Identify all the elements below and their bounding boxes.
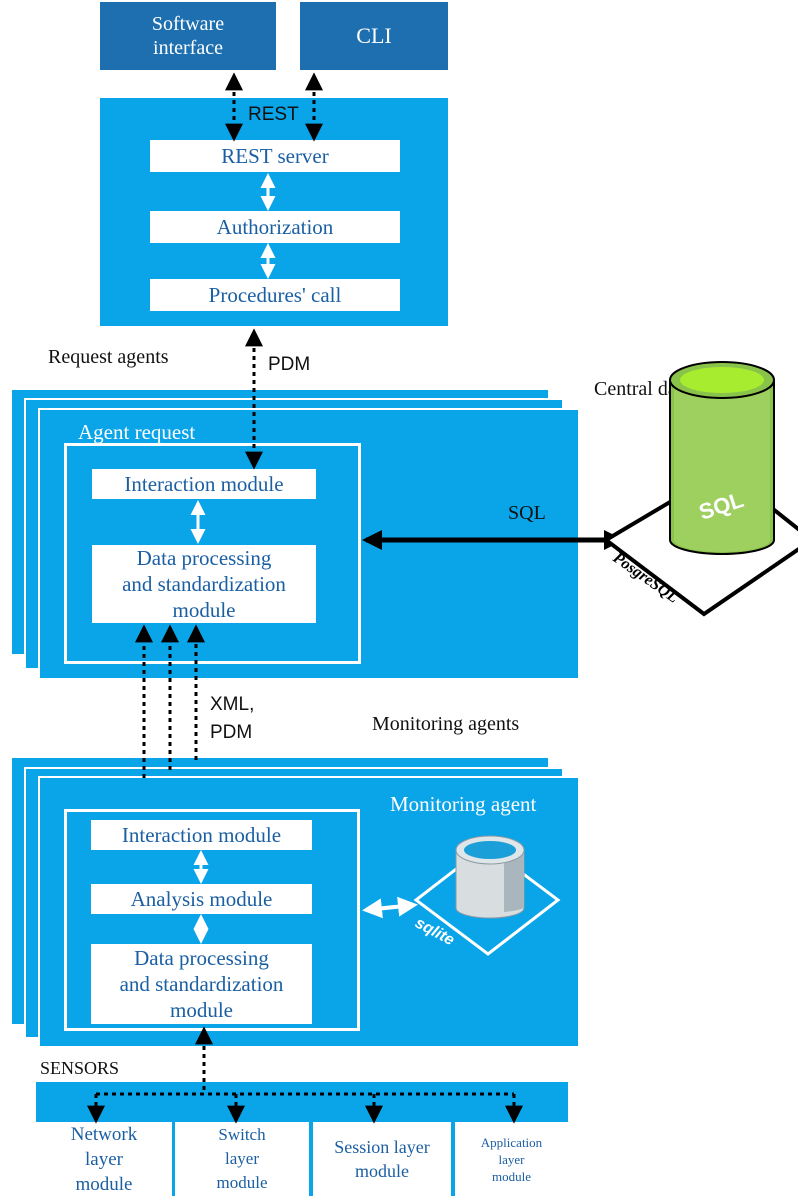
rest-label: REST (248, 104, 299, 125)
postgresql-database-icon: SQL PosgreSQL (602, 361, 798, 617)
switch-line-1: Switch (218, 1125, 266, 1144)
network-line-3: module (75, 1173, 133, 1195)
request-interaction-box: Interaction module (92, 469, 316, 499)
pdm-label: PDM (268, 354, 311, 375)
network-layer-module: Network layer module (36, 1122, 172, 1196)
monitoring-data-processing-box: Data processing and standardization modu… (91, 944, 312, 1024)
application-line-1: Application (480, 1134, 543, 1150)
analysis-box: Analysis module (91, 884, 312, 914)
session-layer-module: Session layer module (313, 1122, 451, 1196)
switch-line-3: module (216, 1173, 268, 1192)
application-layer-module: Application layer module (455, 1122, 568, 1196)
switch-line-2: layer (225, 1149, 259, 1168)
application-line-3: module (492, 1168, 531, 1184)
agent-request-frame (64, 443, 361, 664)
analysis-label: Analysis module (130, 887, 273, 911)
monitoring-interaction-box: Interaction module (91, 820, 312, 850)
monitoring-dp-line-1: Data processing (134, 946, 269, 970)
software-interface-label: Software interface (151, 13, 225, 59)
request-dp-line-3: module (172, 598, 236, 622)
procedures-call-box: Procedures' call (150, 279, 400, 311)
sqlite-logo-text: sqlite (412, 915, 457, 950)
rest-server-label: REST server (221, 144, 329, 168)
software-interface-box: Software interface (100, 2, 276, 70)
authorization-box: Authorization (150, 211, 400, 243)
session-line-2: module (355, 1161, 409, 1181)
sensors-label: SENSORS (40, 1058, 120, 1078)
monitoring-dp-line-2: and standardization (119, 972, 284, 996)
request-agents-label: Request agents (48, 346, 169, 368)
procedures-call-label: Procedures' call (208, 283, 342, 307)
monitoring-agents-label: Monitoring agents (372, 713, 520, 735)
cli-box: CLI (300, 2, 448, 70)
request-interaction-label: Interaction module (124, 472, 284, 496)
application-line-2: layer (498, 1151, 525, 1167)
cli-label: CLI (356, 23, 392, 48)
sqlite-arrow (362, 896, 418, 919)
switch-layer-module: Switch layer module (175, 1122, 309, 1196)
monitoring-agent-title: Monitoring agent (390, 792, 537, 816)
request-dp-line-2: and standardization (122, 572, 286, 596)
sensors-connector (87, 1026, 523, 1124)
session-line-1: Session layer (334, 1137, 430, 1157)
sql-label: SQL (508, 502, 546, 524)
xml-label: XML, (210, 694, 255, 715)
monitoring-dp-line-3: module (170, 998, 233, 1022)
rest-server-box: REST server (150, 140, 400, 172)
network-line-2: layer (85, 1148, 123, 1170)
agent-request-title: Agent request (78, 420, 196, 444)
request-data-processing-box: Data processing and standardization modu… (92, 545, 316, 623)
sqlite-database-icon: sqlite (412, 835, 561, 956)
request-dp-line-1: Data processing (136, 546, 272, 570)
monitoring-interaction-label: Interaction module (121, 823, 282, 847)
network-line-1: Network (70, 1123, 138, 1145)
authorization-label: Authorization (216, 215, 334, 239)
xml-pdm-label: PDM (210, 722, 253, 743)
